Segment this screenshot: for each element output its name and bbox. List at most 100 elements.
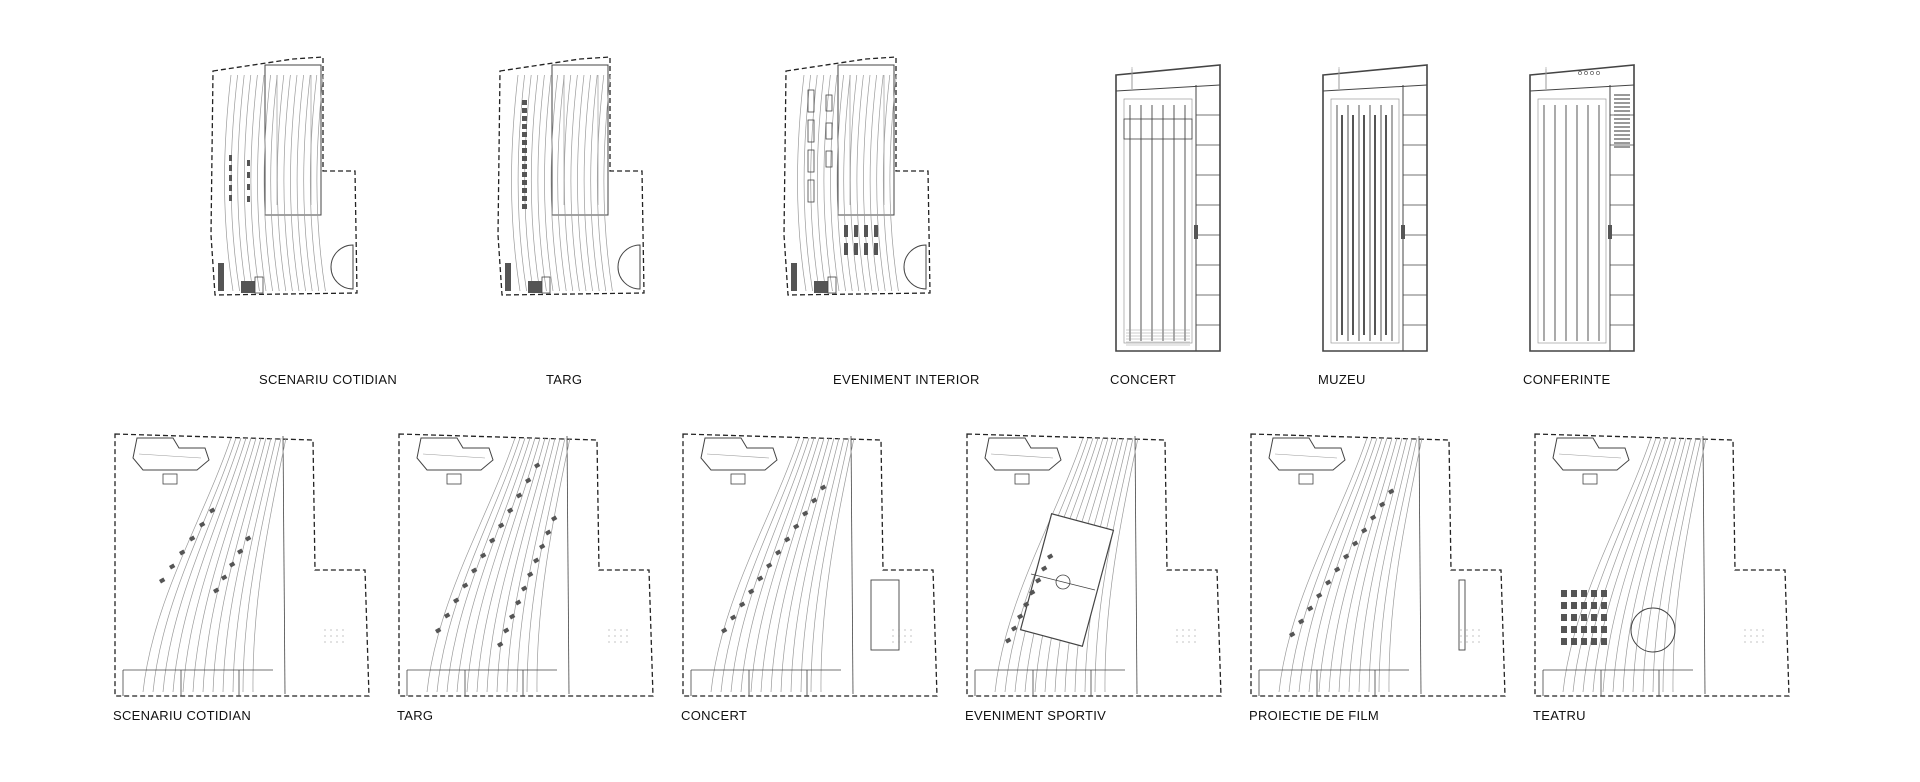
theatre-seat: [1591, 638, 1597, 645]
tree-dot: [1182, 635, 1184, 637]
tree-dot: [342, 641, 344, 643]
event-seating: [874, 243, 878, 255]
roof-ridge: [138, 453, 202, 459]
terrace-contour-line: [1358, 437, 1408, 693]
terrace-contour-line: [496, 437, 551, 693]
historic-building: [984, 437, 1062, 471]
kiosk-block: [814, 281, 828, 293]
ramp-contour-line: [882, 74, 893, 292]
cinema-seat: [1379, 501, 1386, 508]
tree-dot: [1750, 629, 1752, 631]
caption-eveniment-sportiv: EVENIMENT SPORTIV: [965, 708, 1107, 723]
market-stall: [489, 537, 496, 544]
audience-seat: [730, 614, 737, 621]
court-center-circle: [1055, 574, 1071, 590]
site-boundary: [398, 433, 654, 697]
caption-targ-2: TARG: [397, 708, 434, 723]
tree-dot: [626, 641, 628, 643]
tree-dot: [1762, 635, 1764, 637]
building-outline: [1529, 64, 1635, 352]
terrace-contour-line: [252, 437, 287, 693]
cinema-seat: [1289, 631, 1296, 638]
tree-dot: [1188, 629, 1190, 631]
terrace-contour-line: [750, 437, 820, 693]
tree-dot: [1466, 641, 1468, 643]
cinema-seat: [1388, 488, 1395, 495]
ramp-contour-line: [563, 74, 574, 292]
terrace-contour-line: [436, 437, 521, 693]
tree-dot: [1756, 629, 1758, 631]
caption-muzeu: MUZEU: [1318, 372, 1366, 387]
terrace-contour-line: [172, 437, 247, 693]
ramp-contour-line: [537, 74, 547, 292]
tree-dot: [1478, 641, 1480, 643]
tree-dot: [336, 629, 338, 631]
annex-building: [446, 473, 462, 485]
plaza-plan-scenariu-cotidian: [113, 430, 373, 700]
audience-seat: [820, 484, 827, 491]
cinema-seat: [1298, 618, 1305, 625]
bench-mark: [229, 165, 232, 171]
site-plan-scenariu-cotidian: [205, 55, 405, 365]
terrace-contour-line: [1288, 437, 1373, 693]
market-stall: [522, 156, 527, 161]
tree-dot: [614, 641, 616, 643]
terrace-contour-line: [142, 437, 232, 693]
bench-mark: [188, 535, 196, 542]
terrace-contour-line: [1318, 437, 1388, 693]
ramp-contour-line: [224, 74, 234, 292]
audience-seat: [802, 510, 809, 517]
terrace-contour-line: [446, 437, 526, 693]
theatre-seat: [1561, 602, 1567, 609]
cinema-seat: [1352, 540, 1359, 547]
market-stall: [525, 477, 532, 484]
market-stall: [522, 180, 527, 185]
terrace-contour-line: [1378, 437, 1418, 693]
market-stall: [522, 108, 527, 113]
event-pavilion: [807, 119, 815, 143]
site-boundary: [682, 433, 938, 697]
ramp-contour-line: [876, 74, 886, 292]
bench-mark: [247, 184, 250, 190]
floor-plan-muzeu: [1315, 55, 1440, 365]
amphitheatre-arc: [617, 244, 641, 290]
caption-conferinte: CONFERINTE: [1523, 372, 1611, 387]
round-table: [1590, 71, 1594, 75]
terrace-contour-line: [1368, 437, 1413, 693]
site-boundary: [497, 56, 645, 296]
ramp-contour-line: [237, 74, 247, 292]
tree-dot: [892, 635, 894, 637]
terrace-contour-line: [1652, 437, 1697, 693]
terrace-contour-line: [152, 437, 237, 693]
theatre-seat: [1581, 602, 1587, 609]
tree-dot: [1750, 641, 1752, 643]
tree-dot: [1194, 635, 1196, 637]
spectator-seat: [1047, 553, 1054, 560]
kiosk-outline: [827, 276, 837, 294]
historic-building: [1552, 437, 1630, 471]
market-stall: [516, 492, 523, 499]
event-pavilion: [825, 94, 833, 112]
market-stall: [522, 148, 527, 153]
event-pavilion: [825, 150, 833, 168]
market-stall: [527, 571, 534, 578]
market-stall: [497, 641, 504, 648]
court-center-line: [1030, 573, 1096, 591]
tree-dot: [1176, 641, 1178, 643]
tree-dot: [608, 629, 610, 631]
stair-core: [1401, 225, 1405, 239]
audience-seat: [748, 588, 755, 595]
market-stall: [522, 124, 527, 129]
building-block: [837, 64, 895, 216]
terrace-contour-line: [486, 437, 546, 693]
theatre-seat: [1581, 626, 1587, 633]
building-outline: [1322, 64, 1428, 352]
cinema-seat: [1325, 579, 1332, 586]
bench-mark: [229, 195, 232, 201]
street-edge: [282, 435, 286, 695]
terrace-contour-line: [740, 437, 815, 693]
audience-seat: [766, 562, 773, 569]
site-plan-drawing: [497, 56, 645, 296]
terrace-contour-line: [1572, 437, 1657, 693]
market-stall: [522, 100, 527, 105]
